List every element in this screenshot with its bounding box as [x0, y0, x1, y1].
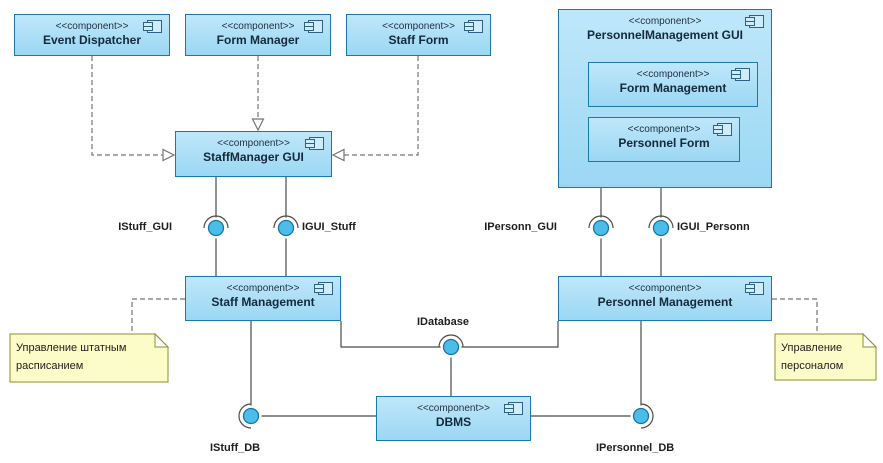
component-name: Form Manager — [216, 33, 300, 47]
component-icon — [305, 137, 324, 150]
stereotype-label: <<component>> — [636, 69, 710, 80]
note-fold-personnel-icon — [862, 332, 878, 348]
note-anchor-staff — [131, 298, 185, 333]
component-icon — [713, 123, 732, 136]
socket-arc-igui-personn — [648, 215, 674, 229]
interface-label-ipersonn-gui: IPersonn_GUI — [484, 221, 557, 233]
component-icon — [143, 20, 162, 33]
component-event-dispatcher[interactable]: <<component>> Event Dispatcher — [14, 14, 170, 56]
stereotype-label: <<component>> — [627, 124, 701, 135]
socket-arc-idatabase — [438, 334, 464, 348]
component-name: Staff Form — [388, 33, 449, 47]
interface-label-ipersonnel-db: IPersonnel_DB — [596, 442, 675, 454]
interface-ball-istuff-gui[interactable] — [207, 219, 225, 237]
component-name: Form Management — [619, 81, 727, 95]
socket-arc-ipersonnel-db — [640, 403, 654, 429]
arrowhead-event-dispatcher — [162, 148, 176, 162]
connector-ipersonnel-db — [531, 321, 642, 417]
stereotype-label: <<component>> — [217, 138, 290, 149]
note-staff-line1: Управление штатным — [16, 342, 127, 354]
interface-label-igui-stuff: IGUI_Stuff — [302, 221, 356, 233]
note-fold-staff-icon — [154, 332, 170, 348]
interface-ball-igui-personn[interactable] — [652, 219, 670, 237]
component-personnel-form[interactable]: <<component>> Personnel Form — [588, 117, 740, 162]
component-name: Staff Management — [211, 295, 315, 309]
connector-istuff-db — [250, 321, 376, 417]
dependency-staff-form — [344, 56, 419, 156]
socket-arc-istuff-db — [238, 403, 252, 429]
stereotype-label: <<component>> — [382, 21, 455, 32]
arrowhead-form-manager — [251, 118, 265, 132]
component-dbms[interactable]: <<component>> DBMS — [376, 396, 531, 441]
interface-ball-idatabase[interactable] — [442, 338, 460, 356]
note-personnel-line1: Управление — [781, 342, 843, 354]
interface-ball-ipersonnel-db[interactable] — [632, 407, 650, 425]
stereotype-label: <<component>> — [628, 283, 702, 294]
component-staffmanager-gui[interactable]: <<component>> StaffManager GUI — [175, 131, 332, 177]
stereotype-label: <<component>> — [221, 21, 295, 32]
component-icon — [314, 282, 333, 295]
component-icon — [464, 20, 483, 33]
component-personnel-management[interactable]: <<component>> Personnel Management — [558, 276, 772, 321]
stereotype-label: <<component>> — [226, 283, 300, 294]
note-personnel-line2: персоналом — [781, 360, 844, 372]
note-personnel-text: Управление персоналом — [781, 339, 843, 375]
interface-ball-ipersonn-gui[interactable] — [592, 219, 610, 237]
interface-label-istuff-gui: IStuff_GUI — [118, 221, 172, 233]
note-staff-line2: расписанием — [16, 360, 84, 372]
socket-arc-istuff-gui — [203, 215, 229, 229]
note-staff-text: Управление штатным расписанием — [16, 339, 126, 375]
component-icon — [731, 68, 750, 81]
component-name: Personnel Management — [597, 295, 733, 309]
interface-label-idatabase: IDatabase — [417, 316, 469, 328]
note-shape-staff[interactable] — [9, 333, 169, 383]
component-staff-management[interactable]: <<component>> Staff Management — [185, 276, 341, 321]
socket-arc-igui-stuff — [273, 215, 299, 229]
component-icon — [304, 20, 323, 33]
socket-arc-ipersonn-gui — [588, 215, 614, 229]
component-icon — [745, 15, 764, 28]
interface-label-igui-personn: IGUI_Personn — [677, 221, 750, 233]
note-shape-personnel[interactable] — [774, 333, 877, 381]
component-icon — [745, 282, 764, 295]
stereotype-label: <<component>> — [55, 21, 129, 32]
component-form-manager[interactable]: <<component>> Form Manager — [185, 14, 331, 56]
component-name: Personnel Form — [618, 136, 710, 150]
stereotype-label: <<component>> — [628, 16, 702, 27]
component-name: Event Dispatcher — [42, 33, 142, 47]
stereotype-label: <<component>> — [417, 403, 490, 414]
component-name: PersonnelManagement GUI — [586, 28, 744, 42]
component-form-management[interactable]: <<component>> Form Management — [588, 62, 758, 107]
component-icon — [504, 402, 523, 415]
arrowhead-staff-form — [331, 148, 345, 162]
interface-label-istuff-db: IStuff_DB — [210, 442, 261, 454]
note-anchor-personnel — [772, 298, 818, 333]
interface-ball-istuff-db[interactable] — [242, 407, 260, 425]
component-name: StaffManager GUI — [203, 150, 304, 164]
interface-ball-igui-stuff[interactable] — [277, 219, 295, 237]
dependency-event-dispatcher — [91, 56, 163, 156]
component-name: DBMS — [435, 415, 472, 429]
component-staff-form[interactable]: <<component>> Staff Form — [346, 14, 491, 56]
